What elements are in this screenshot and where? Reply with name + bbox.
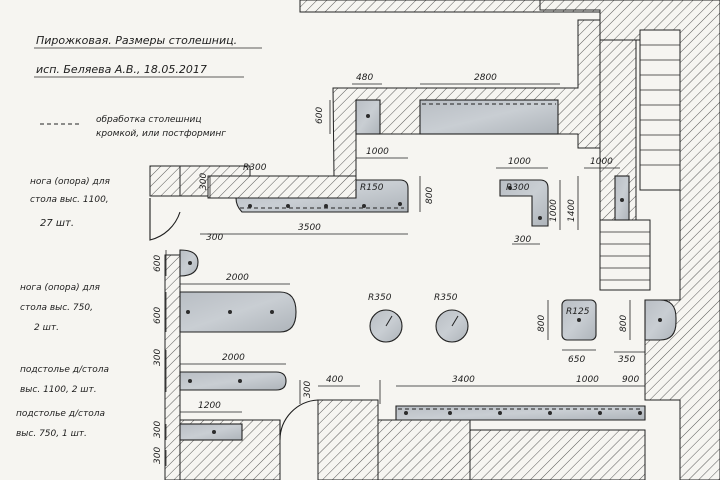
- countertop-3500-l: [235, 179, 409, 213]
- dim-300-a: 300: [199, 173, 209, 190]
- staircase: [599, 29, 681, 291]
- note-2-line2: стола выс. 750,: [20, 303, 93, 313]
- legend-text-1: обработка столешниц: [96, 115, 201, 125]
- dim-350: 350: [618, 355, 635, 365]
- dim-r300-b: R300: [506, 183, 530, 193]
- note-2-line1: нога (опора) для: [20, 283, 100, 293]
- dim-1000-e: 1000: [576, 375, 599, 385]
- dim-300-f: 300: [153, 421, 163, 438]
- title-block: Пирожковая. Размеры столешниц. исп. Беля…: [34, 34, 262, 139]
- dim-1000-b: 1000: [508, 157, 531, 167]
- dim-r350-b: R350: [434, 293, 458, 303]
- dimension-labels: 480 2800 600 1000 R150 800 R300 300 3500…: [153, 73, 639, 464]
- dim-650: 650: [568, 355, 585, 365]
- dim-800-b: 800: [537, 315, 547, 332]
- note-4-line2: выс. 750, 1 шт.: [16, 429, 87, 439]
- note-2-line3: 2 шт.: [34, 323, 59, 333]
- dim-1200: 1200: [198, 401, 221, 411]
- dim-1000-a: 1000: [366, 147, 389, 157]
- dim-400: 400: [326, 375, 343, 385]
- dim-1000-d: 1000: [590, 157, 613, 167]
- dim-2000-b: 2000: [222, 353, 245, 363]
- dim-300-c: 300: [514, 235, 531, 245]
- dim-600-b: 600: [153, 255, 163, 272]
- author-line: исп. Беляева А.В., 18.05.2017: [36, 63, 207, 76]
- dim-2000-a: 2000: [226, 273, 249, 283]
- dim-r350-a: R350: [368, 293, 392, 303]
- dim-300-d: 300: [153, 349, 163, 366]
- dim-3400: 3400: [452, 375, 475, 385]
- dim-2800: 2800: [474, 73, 497, 83]
- note-1-line3: 27 шт.: [40, 218, 74, 229]
- dim-600-c: 600: [153, 307, 163, 324]
- note-4-line1: подстолье д/стола: [16, 409, 105, 419]
- dim-800-a: 800: [425, 187, 435, 204]
- notes: нога (опора) для стола выс. 1100, 27 шт.…: [16, 177, 110, 439]
- dim-r150: R150: [360, 183, 384, 193]
- dim-300-e: 300: [303, 381, 313, 398]
- countertop-3400: [395, 405, 646, 421]
- edge-dashes: [40, 103, 643, 410]
- dim-300-b: 300: [206, 233, 223, 243]
- countertop-2000-b: [179, 371, 287, 391]
- note-1-line2: стола выс. 1100,: [30, 195, 109, 205]
- drawing-title: Пирожковая. Размеры столешниц.: [36, 34, 237, 47]
- countertop-2800: [419, 99, 559, 135]
- note-3-line2: выс. 1100, 2 шт.: [20, 385, 97, 395]
- dim-1400: 1400: [567, 199, 577, 222]
- table-legs: [186, 114, 662, 434]
- dim-800-c: 800: [619, 315, 629, 332]
- dim-600: 600: [315, 107, 325, 124]
- dim-300-g: 300: [153, 447, 163, 464]
- dim-r300-a: R300: [243, 163, 267, 173]
- note-3-line1: подстолье д/стола: [20, 365, 109, 375]
- countertop-corner: [499, 179, 549, 227]
- doors: [149, 198, 319, 441]
- countertop-1200: [179, 423, 243, 441]
- legend-text-2: кромкой, или постформинг: [96, 129, 226, 139]
- dim-480: 480: [356, 73, 373, 83]
- note-1-line1: нога (опора) для: [30, 177, 110, 187]
- dim-r125: R125: [566, 307, 590, 317]
- dim-900: 900: [622, 375, 639, 385]
- countertop-2000-a: [179, 291, 297, 333]
- dim-1000-c: 1000: [549, 199, 559, 222]
- dim-3500: 3500: [298, 223, 321, 233]
- dimension-lines: [165, 83, 645, 466]
